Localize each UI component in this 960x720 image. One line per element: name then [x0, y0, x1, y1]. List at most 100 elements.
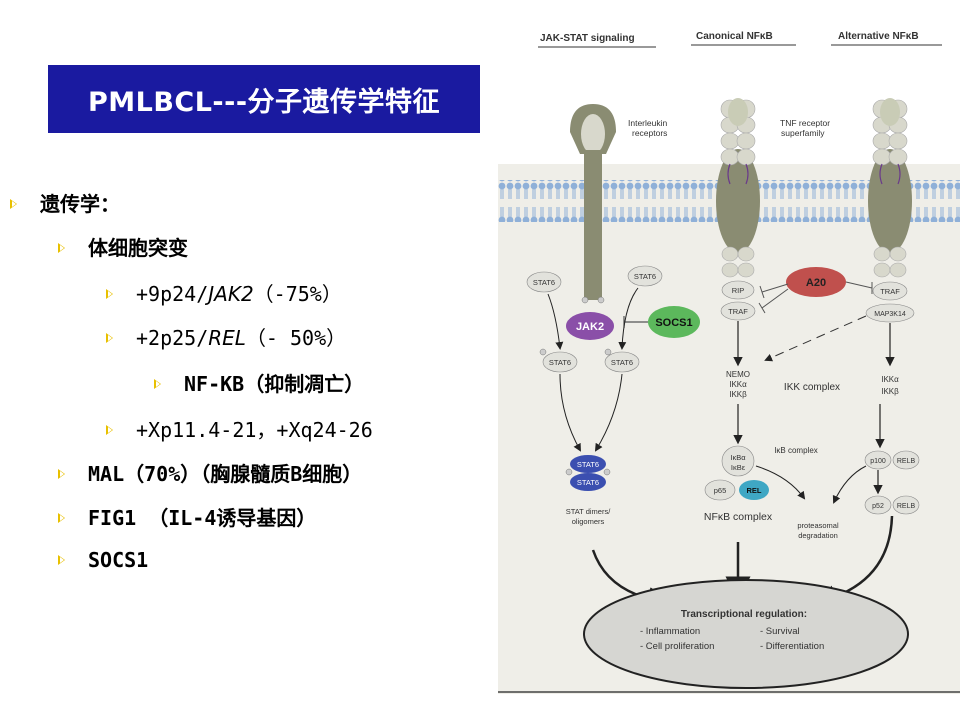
bullet-arrow-icon	[106, 332, 116, 343]
svg-text:IKKβ: IKKβ	[729, 390, 747, 399]
svg-text:oligomers: oligomers	[572, 517, 605, 526]
bullet-nfkb: NF-KB（抑制凋亡）	[154, 368, 364, 397]
bullet-text: NF-KB（抑制凋亡）	[184, 372, 365, 396]
bullet-prefix: +9p24/	[136, 282, 209, 306]
svg-text:NFκB complex: NFκB complex	[704, 511, 773, 523]
svg-text:degradation: degradation	[798, 531, 838, 540]
bullet-arrow-icon	[106, 424, 116, 435]
signaling-pathway-diagram: JAK-STAT signaling Canonical NFκB Altern…	[498, 31, 960, 694]
stat6-top-left: STAT6	[526, 271, 562, 293]
bullet-text: +Xp11.4-21，+Xq24-26	[136, 418, 373, 442]
svg-text:IκBε: IκBε	[731, 463, 746, 472]
bullet-gene: REL	[208, 326, 246, 350]
traf-canonical-node: TRAF	[720, 301, 756, 321]
bullet-arrow-icon	[106, 288, 116, 299]
interleukin-receptor: Interleukin receptors	[570, 104, 667, 304]
bullet-2p25: +2p25/REL（- 50%）	[106, 322, 346, 351]
bullet-arrow-icon	[10, 198, 20, 209]
bullet-suffix: （-75%）	[253, 282, 342, 306]
p100-relb: p100 RELB	[864, 450, 920, 470]
bullet-arrow-icon	[58, 468, 68, 479]
svg-text:IκBα: IκBα	[730, 453, 746, 462]
svg-text:STAT6: STAT6	[611, 358, 633, 367]
header-alternative-nfkb: Alternative NFκB	[838, 31, 919, 42]
svg-text:STAT6: STAT6	[634, 272, 656, 281]
svg-text:IκB complex: IκB complex	[774, 446, 818, 455]
svg-text:TRAF: TRAF	[880, 287, 900, 296]
svg-text:NEMO: NEMO	[726, 370, 750, 379]
slide-title-box: PMLBCL---分子遗传学特征	[48, 65, 480, 133]
svg-text:TNF receptor: TNF receptor	[780, 118, 830, 128]
svg-text:IKKβ: IKKβ	[881, 387, 899, 396]
svg-text:receptors: receptors	[632, 128, 667, 138]
bullet-arrow-icon	[58, 512, 68, 523]
stat6-phospho-left: STAT6	[539, 348, 578, 373]
svg-text:IKK complex: IKK complex	[784, 382, 840, 393]
svg-text:IKKα: IKKα	[729, 380, 747, 389]
rip-node: RIP	[721, 280, 755, 300]
p52-relb: p52 RELB	[864, 495, 920, 515]
ikk-complex-canonical: NEMO IKKα IKKβ IKK complex	[726, 370, 840, 399]
bullet-fig1: FIG1 （IL-4诱导基因）	[58, 502, 316, 531]
svg-text:p65: p65	[714, 486, 727, 495]
svg-text:STAT6: STAT6	[577, 460, 599, 469]
svg-text:IKKα: IKKα	[881, 375, 899, 384]
tnf-receptor-canonical: TNF receptor superfamily	[716, 98, 830, 278]
svg-text:TRAF: TRAF	[728, 307, 748, 316]
a20-inhibits-traf-alt	[845, 281, 873, 294]
bullet-suffix: （- 50%）	[245, 326, 347, 350]
svg-text:- Survival: - Survival	[760, 626, 800, 637]
bullet-text: 遗传学：	[40, 192, 120, 216]
traf-alternative-node: TRAF	[872, 281, 908, 301]
svg-text:JAK2: JAK2	[576, 321, 604, 333]
svg-text:superfamily: superfamily	[781, 128, 825, 138]
slide-title: PMLBCL---分子遗传学特征	[87, 86, 441, 118]
stat6-top-right: STAT6	[627, 265, 663, 287]
transcriptional-regulation: Transcriptional regulation: - Inflammati…	[583, 579, 909, 689]
bullet-text: FIG1 （IL-4诱导基因）	[88, 506, 317, 530]
a20-inhibits-rip-traf	[758, 283, 789, 314]
bullet-9p24: +9p24/JAK2（-75%）	[106, 278, 342, 307]
bullet-xp11: +Xp11.4-21，+Xq24-26	[106, 414, 373, 443]
bullet-arrow-icon	[58, 554, 68, 565]
svg-text:- Inflammation: - Inflammation	[640, 626, 700, 637]
stat-dimer: STAT6 STAT6 STAT dimers/ oligomers	[566, 455, 612, 526]
bullet-prefix: +2p25/	[136, 326, 209, 350]
bullet-text: SOCS1	[88, 548, 149, 572]
stat6-phospho-right: STAT6	[604, 348, 640, 373]
svg-text:STAT6: STAT6	[549, 358, 571, 367]
svg-text:STAT6: STAT6	[577, 478, 599, 487]
svg-text:A20: A20	[806, 277, 826, 289]
a20-node: A20	[786, 267, 846, 297]
ikb-complex: IκBα IκBε IκB complex	[721, 445, 818, 477]
svg-text:STAT6: STAT6	[533, 278, 555, 287]
svg-text:p52: p52	[872, 503, 884, 510]
column-headers: JAK-STAT signaling Canonical NFκB Altern…	[538, 31, 942, 48]
socs1-node: SOCS1	[648, 306, 700, 338]
header-canonical-nfkb: Canonical NFκB	[696, 31, 773, 42]
bullet-mal: MAL（70%）（胸腺髓质B细胞）	[58, 458, 362, 487]
svg-text:Transcriptional regulation:: Transcriptional regulation:	[681, 609, 807, 620]
bullet-arrow-icon	[58, 242, 68, 253]
bullet-somatic-mutation: 体细胞突变	[58, 232, 188, 261]
svg-text:STAT dimers/: STAT dimers/	[566, 507, 612, 516]
svg-text:SOCS1: SOCS1	[655, 317, 692, 329]
svg-text:p100: p100	[870, 458, 886, 465]
bullet-text: MAL（70%）（胸腺髓质B细胞）	[88, 462, 363, 486]
svg-text:REL: REL	[747, 486, 762, 495]
svg-text:Interleukin: Interleukin	[628, 118, 667, 128]
bullet-gene: JAK2	[208, 282, 254, 306]
nfkb-complex: p65 REL NFκB complex	[704, 479, 773, 523]
bullet-arrow-icon	[154, 378, 164, 389]
bullet-genetics: 遗传学：	[10, 188, 120, 217]
svg-text:RIP: RIP	[732, 286, 745, 295]
svg-text:MAP3K14: MAP3K14	[874, 311, 906, 318]
svg-text:RELB: RELB	[897, 503, 916, 510]
svg-text:- Differentiation: - Differentiation	[760, 641, 824, 652]
tnf-receptor-alternative	[868, 98, 912, 278]
svg-text:- Cell proliferation: - Cell proliferation	[640, 641, 714, 652]
bullet-text: 体细胞突变	[88, 236, 188, 260]
svg-text:proteasomal: proteasomal	[797, 521, 839, 530]
jak2-node: JAK2	[566, 312, 614, 340]
svg-text:RELB: RELB	[897, 458, 916, 465]
